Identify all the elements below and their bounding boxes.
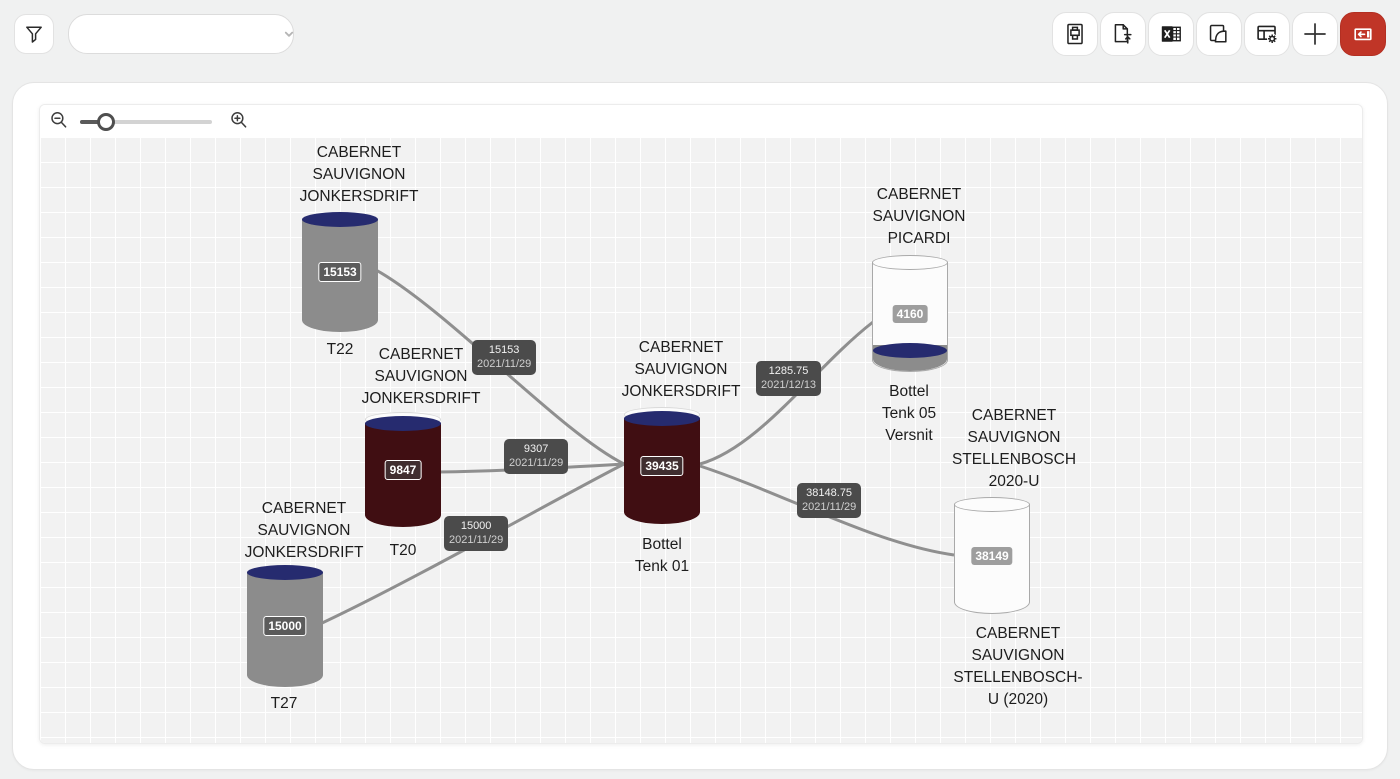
transfer-edge-b05[interactable] bbox=[699, 320, 874, 466]
edges-layer bbox=[319, 268, 955, 626]
tank-title: CABERNET SAUVIGNON JONKERSDRIFT bbox=[361, 346, 481, 407]
transfer-date: 2021/11/29 bbox=[802, 501, 857, 513]
tank-cap bbox=[302, 212, 378, 227]
plus-icon bbox=[1300, 19, 1330, 49]
zoom-out-button[interactable] bbox=[48, 109, 72, 133]
tank-name: T22 bbox=[326, 341, 354, 358]
transfer-edge-label[interactable]: 1285.75 2021/12/13 bbox=[756, 361, 822, 396]
tank-value-badge: 39435 bbox=[640, 455, 684, 476]
zoom-slider-fill bbox=[80, 120, 106, 124]
tank-value-badge: 9847 bbox=[384, 459, 422, 480]
excel-icon bbox=[1158, 21, 1184, 47]
magnifier-plus-icon bbox=[228, 109, 252, 133]
tank-name: CABERNET SAUVIGNON STELLENBOSCH- U (2020… bbox=[953, 625, 1083, 708]
diagram-panel: 15153 2021/11/29 9307 2021/11/29 15000 2… bbox=[39, 104, 1363, 744]
documents-button[interactable] bbox=[1196, 12, 1242, 56]
chevron-down-icon bbox=[278, 23, 300, 45]
transfer-date: 2021/11/29 bbox=[477, 358, 532, 370]
flow-canvas[interactable]: 15153 2021/11/29 9307 2021/11/29 15000 2… bbox=[40, 137, 1362, 743]
filter-icon bbox=[22, 22, 46, 46]
transfer-amount: 38148.75 bbox=[806, 487, 853, 499]
top-toolbar bbox=[0, 0, 1400, 68]
tank-node-t20[interactable]: 9847 bbox=[365, 412, 441, 527]
tank-node-bottel-tenk-05[interactable]: 4160 bbox=[872, 255, 948, 372]
tank-name: Bottel Tenk 01 bbox=[634, 536, 690, 575]
combobox-dropdown-button[interactable] bbox=[278, 23, 300, 45]
zoom-slider-handle[interactable] bbox=[97, 113, 115, 131]
transfer-edge-label[interactable]: 15000 2021/11/29 bbox=[444, 516, 509, 551]
zoom-in-button[interactable] bbox=[228, 109, 252, 133]
panel-collapse-icon bbox=[1350, 21, 1376, 47]
transfer-edge-label[interactable]: 38148.75 2021/11/29 bbox=[797, 483, 862, 518]
tank-cap bbox=[624, 411, 700, 426]
tank-value-badge: 15000 bbox=[263, 616, 307, 636]
tank-name: T27 bbox=[270, 695, 298, 712]
toggle-side-panel-button[interactable] bbox=[1340, 12, 1386, 56]
transfer-date: 2021/11/29 bbox=[509, 457, 564, 469]
tank-title: CABERNET SAUVIGNON PICARDI bbox=[872, 186, 966, 247]
folder-document-icon bbox=[1206, 21, 1232, 47]
print-report-button[interactable] bbox=[1052, 12, 1098, 56]
tank-fill-cap bbox=[873, 343, 947, 358]
transfer-amount: 1285.75 bbox=[768, 365, 809, 377]
table-settings-icon bbox=[1254, 21, 1280, 47]
transfer-edge-label[interactable]: 15153 2021/11/29 bbox=[472, 340, 537, 375]
transfer-amount: 15000 bbox=[460, 520, 492, 532]
tank-cap bbox=[365, 416, 441, 431]
import-file-button[interactable] bbox=[1100, 12, 1146, 56]
tank-node-t27[interactable]: 15000 bbox=[247, 565, 323, 687]
tank-node-t22[interactable]: 15153 bbox=[302, 212, 378, 332]
export-excel-button[interactable] bbox=[1148, 12, 1194, 56]
table-settings-button[interactable] bbox=[1244, 12, 1290, 56]
magnifier-minus-icon bbox=[48, 109, 72, 133]
tank-title: CABERNET SAUVIGNON JONKERSDRIFT bbox=[621, 339, 741, 400]
add-button[interactable] bbox=[1292, 12, 1338, 56]
transfer-date: 2021/11/29 bbox=[449, 534, 504, 546]
diagram-board: 15153 2021/11/29 9307 2021/11/29 15000 2… bbox=[12, 82, 1388, 770]
tank-cap bbox=[872, 255, 948, 270]
filter-button[interactable] bbox=[14, 14, 54, 54]
tank-cap bbox=[954, 497, 1030, 512]
tank-title: CABERNET SAUVIGNON JONKERSDRIFT bbox=[244, 500, 364, 561]
tank-node-bottel-tenk-01[interactable]: 39435 bbox=[624, 407, 700, 524]
zoom-toolbar bbox=[40, 105, 1362, 137]
tank-node-stellenbosch-u[interactable]: 38149 bbox=[954, 497, 1030, 614]
tank-value-badge: 4160 bbox=[892, 304, 928, 323]
tank-name: T20 bbox=[389, 542, 417, 559]
tank-cap bbox=[247, 565, 323, 580]
transfer-edge-label[interactable]: 9307 2021/11/29 bbox=[504, 439, 569, 474]
tank-combobox[interactable] bbox=[68, 14, 294, 54]
tank-value-badge: 38149 bbox=[971, 546, 1013, 565]
tank-title: CABERNET SAUVIGNON STELLENBOSCH 2020-U bbox=[951, 407, 1077, 490]
tank-name: Bottel Tenk 05 Versnit bbox=[881, 383, 937, 444]
zoom-slider[interactable] bbox=[80, 113, 212, 131]
transfer-amount: 15153 bbox=[488, 344, 520, 356]
print-document-icon bbox=[1062, 21, 1088, 47]
tank-title: CABERNET SAUVIGNON JONKERSDRIFT bbox=[299, 144, 419, 205]
transfer-date: 2021/12/13 bbox=[761, 379, 817, 391]
combobox-input[interactable] bbox=[69, 17, 278, 51]
file-upload-icon bbox=[1110, 21, 1136, 47]
tank-value-badge: 15153 bbox=[318, 262, 362, 282]
transfer-amount: 9307 bbox=[523, 443, 549, 455]
